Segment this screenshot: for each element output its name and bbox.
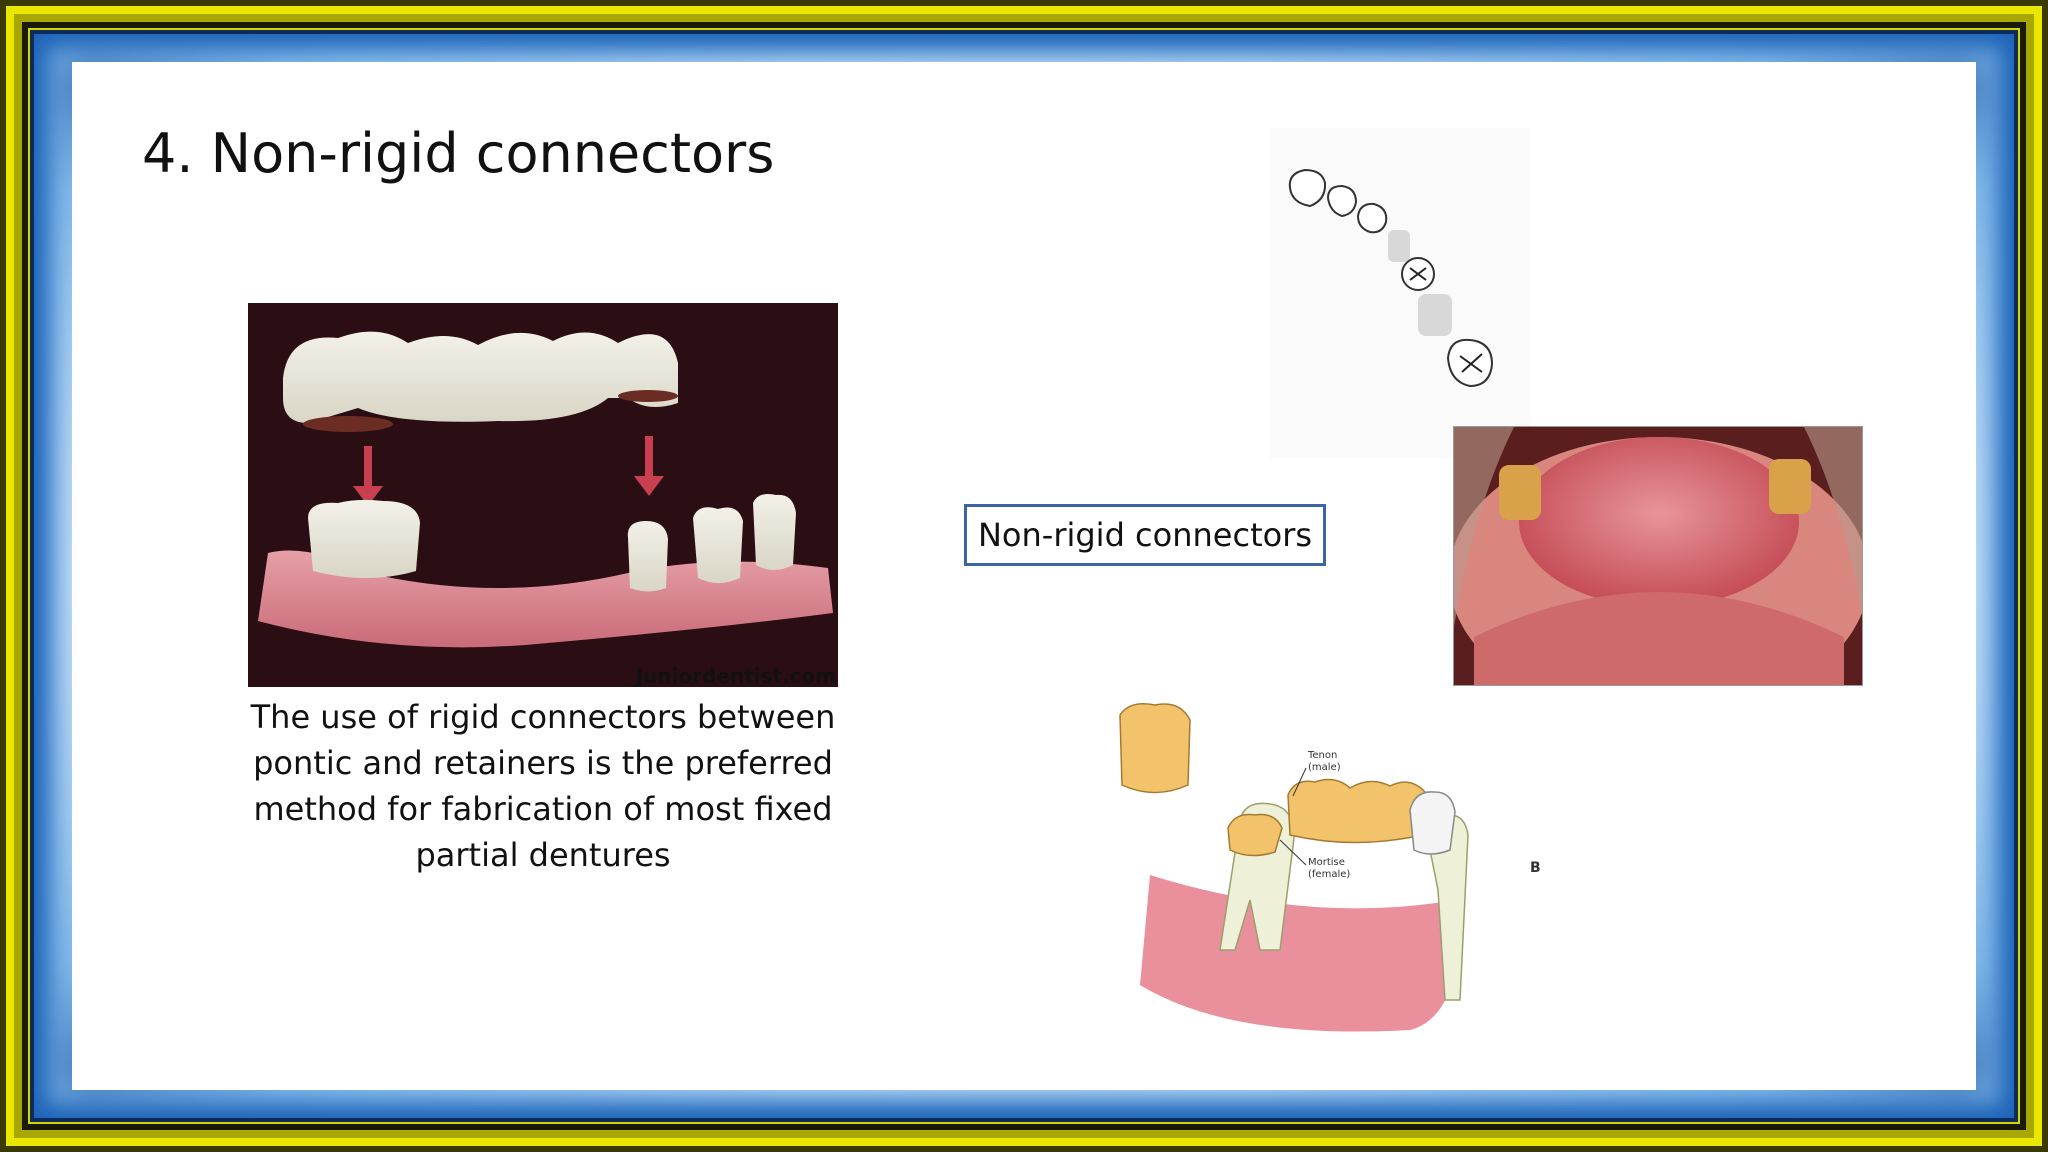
mortise-label: Mortise	[1308, 857, 1345, 868]
occlusal-sketch-image	[1270, 128, 1530, 458]
bridge-watermark: Juniordentist.com	[634, 664, 836, 687]
slide-caption: The use of rigid connectors between pont…	[250, 698, 836, 874]
figure-letter: B	[1530, 860, 1541, 876]
svg-text:(male): (male)	[1308, 762, 1341, 773]
tenon-label: Tenon	[1307, 750, 1337, 761]
svg-text:(female): (female)	[1308, 869, 1350, 880]
non-rigid-connectors-label: Non-rigid connectors	[964, 504, 1326, 566]
bridge-photo: Juniordentist.com	[248, 303, 838, 687]
slide-title: 4. Non-rigid connectors	[142, 122, 775, 185]
tenon-mortise-diagram: Tenon (male) Mortise (female) B	[1110, 700, 1560, 1040]
mouth-photo	[1453, 426, 1863, 686]
